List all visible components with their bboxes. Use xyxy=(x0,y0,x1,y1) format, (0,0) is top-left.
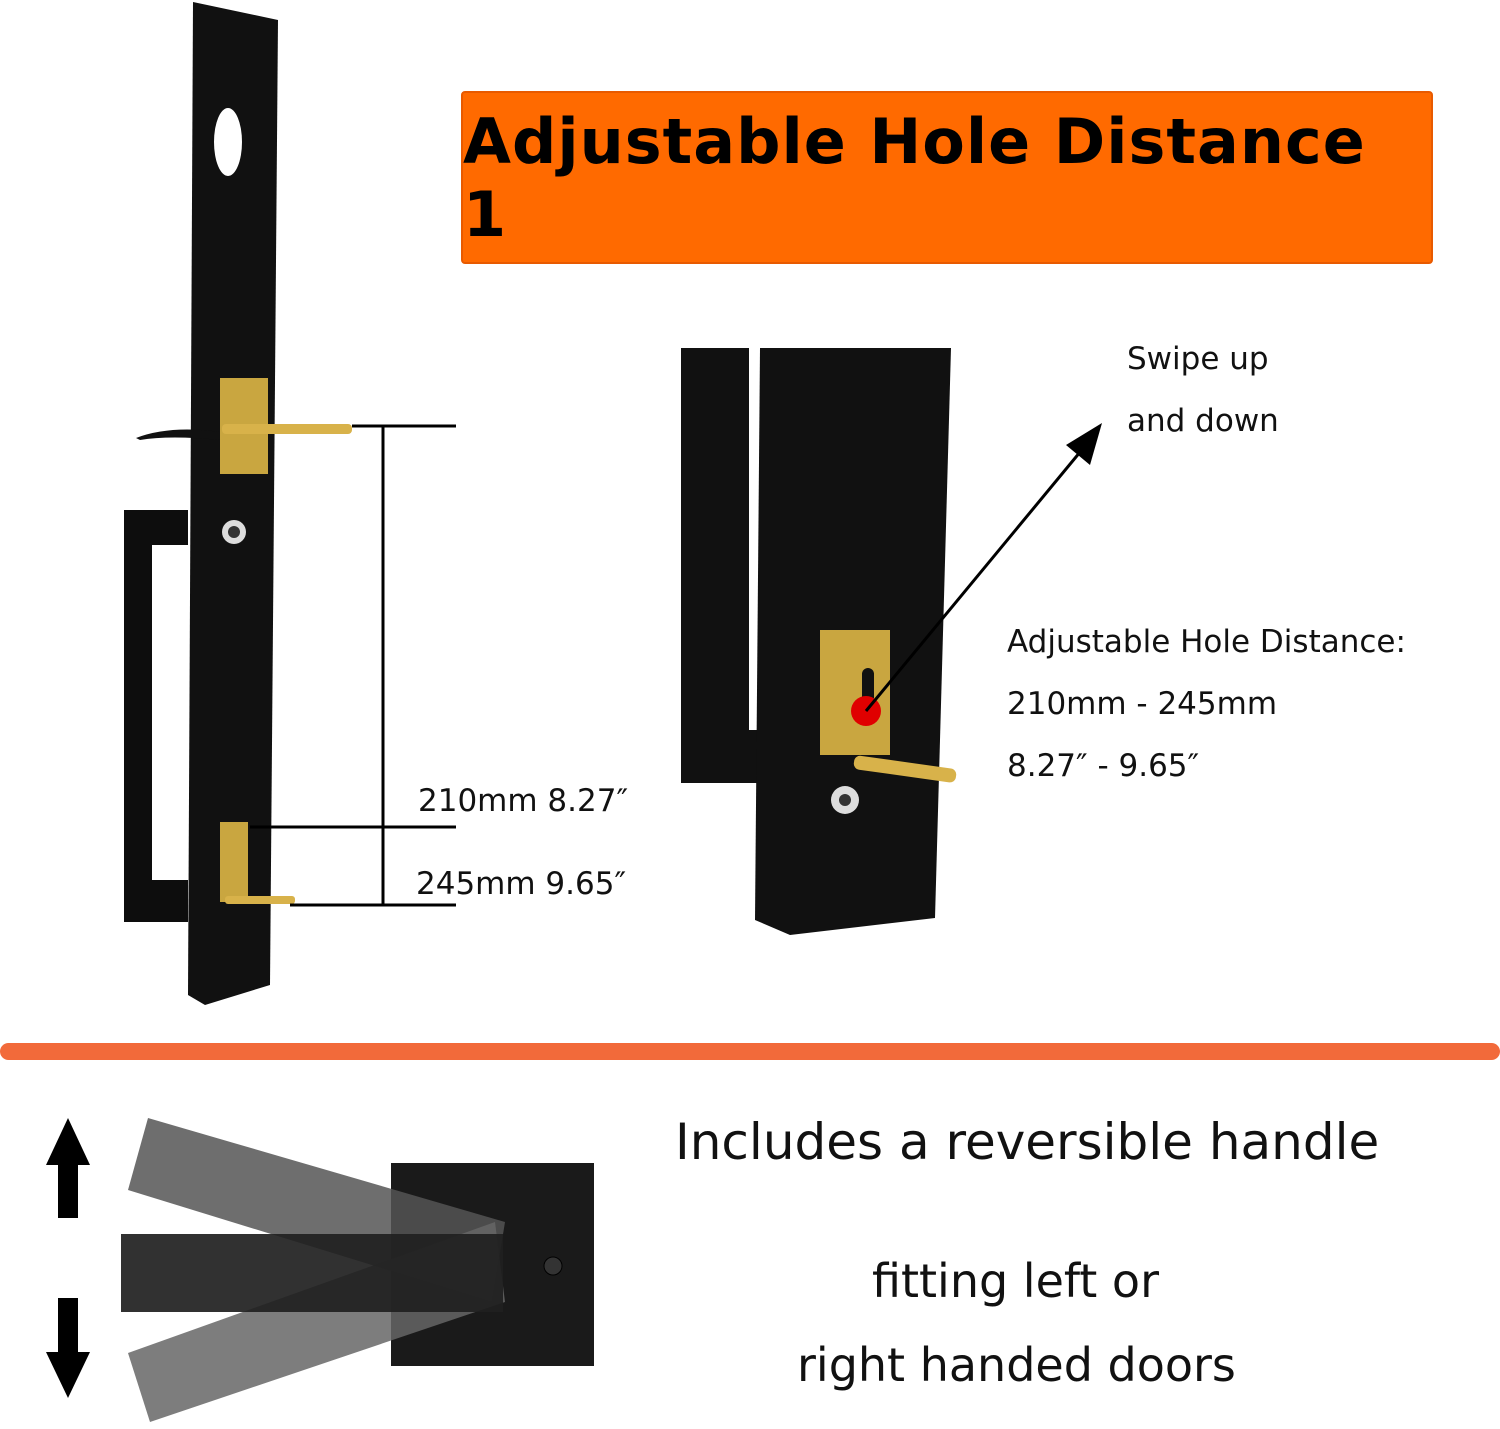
swipe-arrow xyxy=(864,423,1102,712)
banner-title: Adjustable Hole Distance 1 xyxy=(463,104,1366,251)
measure-210: 210mm 8.27″ xyxy=(418,783,629,819)
adjust-range-mm: 210mm - 245mm xyxy=(1007,686,1278,722)
adjust-title: Adjustable Hole Distance: xyxy=(1007,624,1406,660)
adjustable-bracket xyxy=(820,630,890,755)
cylinder-hole xyxy=(214,108,242,176)
reversible-line1: fitting left or xyxy=(872,1254,1159,1308)
reversible-headline: Includes a reversible handle xyxy=(675,1113,1380,1171)
section-divider xyxy=(0,1043,1500,1060)
swipe-label-line2: and down xyxy=(1127,403,1279,439)
title-banner: Adjustable Hole Distance 1 xyxy=(461,91,1433,264)
latch-bracket-bottom xyxy=(220,822,248,902)
adjust-range-in: 8.27″ - 9.65″ xyxy=(1007,748,1200,784)
swipe-label-line1: Swipe up xyxy=(1127,341,1269,377)
up-arrow-icon xyxy=(46,1118,90,1218)
down-arrow-icon xyxy=(46,1298,90,1398)
spindle-top xyxy=(222,424,352,434)
lever-handle xyxy=(121,1118,594,1422)
handle-detail-right xyxy=(681,348,957,935)
dimension-lines xyxy=(250,424,456,907)
reversible-line2: right handed doors xyxy=(797,1338,1236,1392)
measure-245: 245mm 9.65″ xyxy=(416,866,627,902)
handleset-left xyxy=(124,2,352,1005)
